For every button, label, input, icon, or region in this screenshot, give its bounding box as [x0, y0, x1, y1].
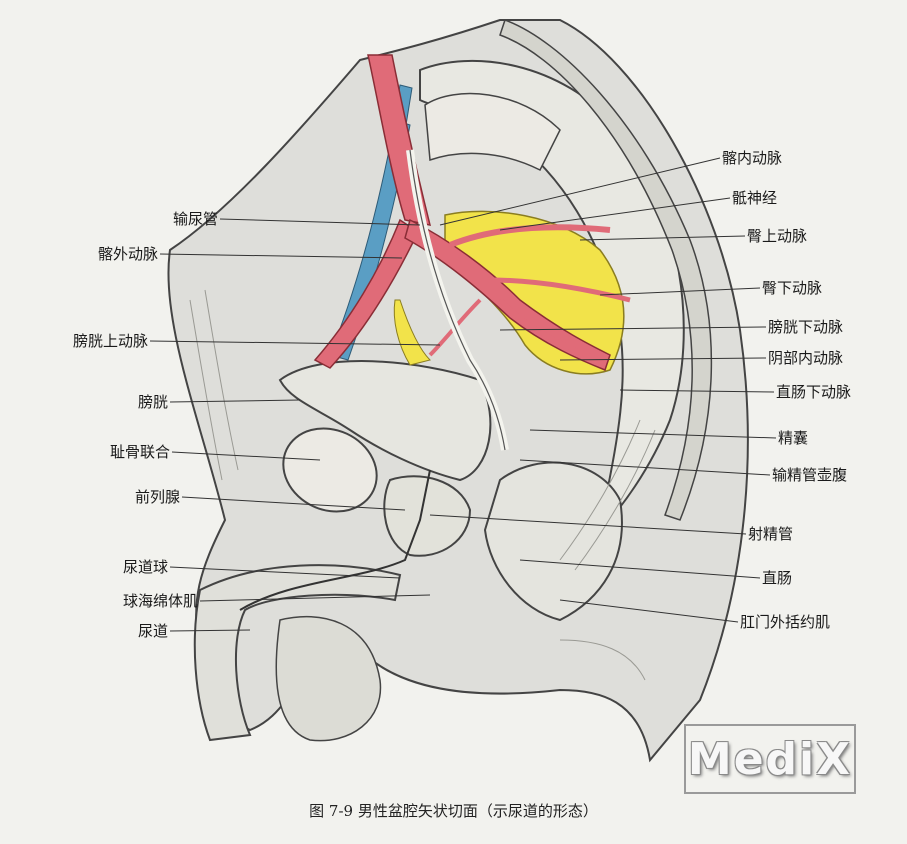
pubic-symphysis-shape [282, 427, 378, 513]
label-inferior-rectal-artery: 直肠下动脉 [776, 383, 852, 401]
label-ampulla-ductus-deferens: 输精管壶腹 [772, 466, 848, 484]
rectum-shape [483, 461, 623, 622]
external-iliac-artery-shape [313, 218, 419, 369]
figure-caption: 图 7-9 男性盆腔矢状切面（示尿道的形态） [309, 802, 598, 820]
label-sacral-nerve: 骶神经 [732, 189, 778, 207]
label-prostate: 前列腺 [134, 488, 180, 506]
obturator-nerve [393, 299, 431, 366]
label-pubic-symphysis: 耻骨联合 [109, 443, 170, 461]
label-bulbospongiosus: 球海绵体肌 [122, 592, 198, 610]
label-superior-gluteal-artery: 臀上动脉 [747, 227, 808, 245]
label-internal-pudendal-artery: 阴部内动脉 [768, 349, 844, 367]
label-inferior-gluteal-artery: 臀下动脉 [762, 279, 823, 297]
label-urethra: 尿道 [137, 622, 168, 640]
label-seminal-vesicle: 精囊 [778, 429, 809, 447]
penis-shape [193, 564, 402, 742]
label-ureter: 输尿管 [172, 210, 218, 228]
label-superior-vesical-artery: 膀胱上动脉 [72, 332, 148, 350]
vertebral-body [424, 92, 561, 172]
superior-gluteal-artery-shape [448, 224, 611, 248]
label-rectum: 直肠 [762, 569, 793, 587]
internal-iliac-artery-shape [404, 218, 611, 371]
bladder-shape [278, 360, 492, 482]
leader-lines [149, 157, 777, 632]
ureter-outline [409, 149, 506, 451]
internal-pudendal-artery-shape [498, 298, 601, 363]
muscle-texture [189, 289, 656, 681]
label-external-iliac-artery: 髂外动脉 [97, 245, 158, 263]
label-external-anal-sphincter: 肛门外括约肌 [740, 613, 831, 631]
label-internal-iliac-artery: 髂内动脉 [722, 149, 783, 167]
urethra-line [239, 469, 431, 611]
label-ejaculatory-duct: 射精管 [748, 525, 794, 543]
prostate-shape [383, 475, 472, 557]
label-inferior-vesical-artery: 膀胱下动脉 [768, 318, 844, 336]
medix-watermark-logo: MediX [684, 724, 856, 794]
sacral-nerve-plexus [444, 210, 625, 375]
scrotum-shape [275, 615, 382, 742]
label-urethral-bulb: 尿道球 [122, 558, 168, 576]
label-bladder: 膀胱 [137, 393, 168, 411]
inferior-gluteal-artery-shape [489, 277, 631, 303]
